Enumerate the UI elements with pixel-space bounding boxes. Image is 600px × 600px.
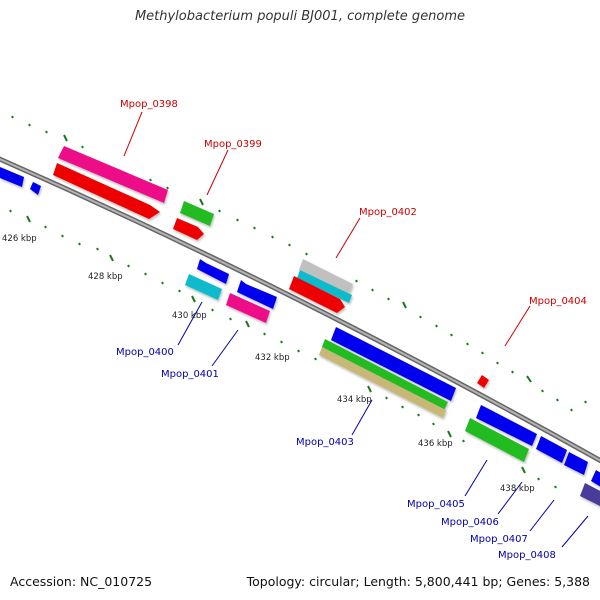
gene-labels-bottom: Mpop_0400 Mpop_0401 Mpop_0403 Mpop_0405 … <box>116 347 556 561</box>
tick-label-438: 438 kbp <box>500 484 535 494</box>
label-leaders <box>123 111 589 548</box>
map-title: Methylobacterium populi BJ001, complete … <box>134 9 466 24</box>
gene-label[interactable]: Mpop_0406 <box>441 517 499 528</box>
gene-mpop-0400-a[interactable] <box>197 259 229 284</box>
gene-label[interactable]: Mpop_0400 <box>116 347 174 358</box>
tick-label-428: 428 kbp <box>88 272 123 282</box>
gene-features <box>0 146 600 509</box>
genome-backbone <box>0 156 600 464</box>
gene-mpop-0404[interactable] <box>477 375 489 388</box>
outer-tick-ring <box>11 115 587 412</box>
gene-mpop-0408-a[interactable] <box>591 470 600 490</box>
gene-mpop-0405[interactable] <box>476 405 537 446</box>
gene-mpop-0401-b[interactable] <box>226 293 270 323</box>
tick-label-434: 434 kbp <box>337 395 372 405</box>
gene-label[interactable]: Mpop_0398 <box>120 99 178 110</box>
gene-arrow[interactable] <box>30 182 41 195</box>
gene-mpop-0400-b[interactable] <box>185 274 222 300</box>
tick-label-436: 436 kbp <box>418 439 453 449</box>
gene-mpop-0402-a[interactable] <box>299 259 353 294</box>
gene-mpop-0402-b[interactable] <box>297 270 352 303</box>
gene-label[interactable]: Mpop_0405 <box>407 499 465 510</box>
gene-mpop-0399-b[interactable] <box>173 218 204 240</box>
gene-mpop-0401-a[interactable] <box>237 280 277 309</box>
gene-mpop-0407-b[interactable] <box>564 452 588 475</box>
tick-label-432: 432 kbp <box>255 353 290 363</box>
tick-label-426: 426 kbp <box>2 234 37 244</box>
gene-mpop-0399-a[interactable] <box>180 201 214 226</box>
gene-label[interactable]: Mpop_0401 <box>161 369 219 380</box>
gene-label[interactable]: Mpop_0404 <box>529 296 587 307</box>
gene-mpop-0402-c[interactable] <box>289 276 345 313</box>
gene-label[interactable]: Mpop_0402 <box>359 207 417 218</box>
inner-tick-ring <box>9 209 557 489</box>
tick-label-430: 430 kbp <box>172 311 207 321</box>
tick-labels: 426 kbp 428 kbp 430 kbp 432 kbp 434 kbp … <box>2 234 535 494</box>
gene-label[interactable]: Mpop_0403 <box>296 437 354 448</box>
gene-label[interactable]: Mpop_0408 <box>498 550 556 561</box>
gene-mpop-0398-a[interactable] <box>58 146 168 203</box>
gene-mpop-0398-b[interactable] <box>53 163 160 219</box>
gene-arrow[interactable] <box>0 167 24 187</box>
gene-mpop-0407-a[interactable] <box>536 436 567 463</box>
gene-labels-top: Mpop_0398 Mpop_0399 Mpop_0402 Mpop_0404 <box>120 99 587 307</box>
genome-summary-text: Topology: circular; Length: 5,800,441 bp… <box>246 574 590 589</box>
gene-mpop-0408-b[interactable] <box>580 483 600 509</box>
gene-mpop-0406[interactable] <box>465 418 529 462</box>
gene-mpop-0403-b[interactable] <box>322 339 448 410</box>
gene-mpop-0403-a[interactable] <box>331 327 456 401</box>
gene-label[interactable]: Mpop_0407 <box>470 534 528 545</box>
accession-text: Accession: NC_010725 <box>10 574 153 589</box>
gene-label[interactable]: Mpop_0399 <box>204 139 262 150</box>
gene-mpop-0403-c[interactable] <box>319 347 446 418</box>
